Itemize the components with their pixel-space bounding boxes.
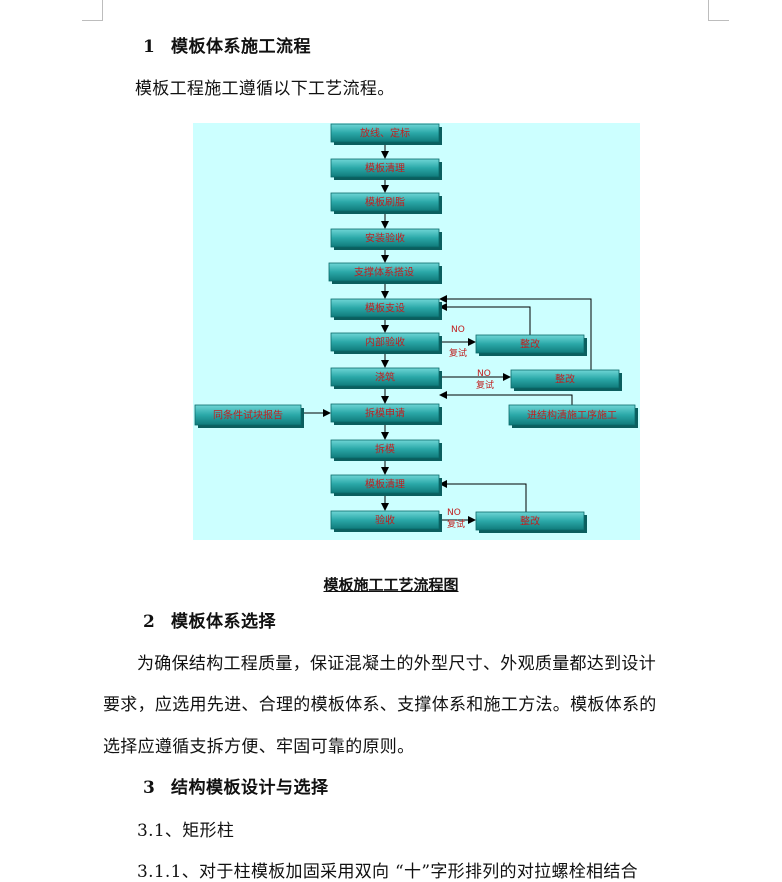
section-title: 模板体系施工流程 xyxy=(171,37,311,57)
flow-step-box-label: 内部验收 xyxy=(365,336,405,349)
rectify-box-label: 整改 xyxy=(520,515,540,528)
section-title: 模板体系选择 xyxy=(171,612,276,632)
flow-arrow-side xyxy=(439,391,573,405)
flow-step-box-label: 模板支设 xyxy=(365,302,405,315)
rectify-box: 整改 xyxy=(475,334,587,356)
flow-step-box: 模板清理 xyxy=(330,158,442,180)
flow-step-box: 安装验收 xyxy=(330,228,442,250)
flowchart-figure: 放线、定标模板清理模板刷脂安装验收支撑体系搭设模板支设内部验收浇筑拆模申请拆模模… xyxy=(193,123,640,540)
rectify-box: 整改 xyxy=(510,369,622,391)
flow-arrow-back xyxy=(439,303,531,335)
no-label: NO xyxy=(451,325,465,335)
flow-step-box: 拆模 xyxy=(330,439,442,461)
flow-step-box: 浇筑 xyxy=(330,367,442,389)
section-number: 3 xyxy=(143,778,156,798)
paragraph-line: 选择应遵循支拆方便、牢固可靠的原则。 xyxy=(103,737,415,757)
flowchart-canvas: 放线、定标模板清理模板刷脂安装验收支撑体系搭设模板支设内部验收浇筑拆模申请拆模模… xyxy=(194,123,638,533)
flow-step-box-label: 浇筑 xyxy=(375,371,395,384)
rectify-box: 整改 xyxy=(475,511,587,533)
flow-step-box: 支撑体系搭设 xyxy=(328,262,442,284)
flow-step-box: 内部验收 xyxy=(330,332,442,354)
flow-step-box-label: 模板清理 xyxy=(365,162,405,175)
page-corner-mark-left xyxy=(82,0,103,21)
figure-caption: 模板施工工艺流程图 xyxy=(323,576,459,594)
flow-step-box: 模板清理 xyxy=(330,474,442,496)
rectify-box-label: 整改 xyxy=(555,373,575,386)
subsection-line-3-1-1: 3.1.1、对于柱模板加固采用双向 “十”字形排列的对拉螺栓相结合 xyxy=(137,862,638,882)
retest-label: 复试 xyxy=(476,379,494,391)
side-box-right: 进结构清施工序施工 xyxy=(508,404,638,428)
paragraph-line: 为确保结构工程质量，保证混凝土的外型尺寸、外观质量都达到设计 xyxy=(137,654,656,674)
subsection-heading-3-1: 3.1、矩形柱 xyxy=(137,821,235,841)
flow-step-box-label: 模板刷脂 xyxy=(365,196,405,209)
section-heading-2: 2 模板体系选择 xyxy=(143,607,276,632)
rectify-box-label: 整改 xyxy=(520,338,540,351)
side-box-left-label: 同条件试块报告 xyxy=(213,409,283,422)
retest-label: 复试 xyxy=(447,518,465,530)
flow-arrow-back xyxy=(439,295,592,370)
flow-step-box-label: 放线、定标 xyxy=(360,127,410,140)
page-corner-mark-right xyxy=(708,0,729,21)
flow-step-box: 模板刷脂 xyxy=(330,192,442,214)
flow-step-box-label: 拆模 xyxy=(375,443,395,456)
flow-step-box-label: 验收 xyxy=(375,514,395,527)
flow-step-box-label: 安装验收 xyxy=(365,232,405,245)
section-title: 结构模板设计与选择 xyxy=(171,778,329,798)
flow-step-box: 验收 xyxy=(330,510,442,532)
no-label: NO xyxy=(447,508,461,518)
flow-step-box: 放线、定标 xyxy=(330,123,442,145)
section-heading-3: 3 结构模板设计与选择 xyxy=(143,773,329,798)
flow-step-box: 拆模申请 xyxy=(330,403,442,425)
no-label: NO xyxy=(477,369,491,379)
paragraph-line: 要求，应选用先进、合理的模板体系、支撑体系和施工方法。模板体系的 xyxy=(103,695,657,715)
section-heading-1: 1 模板体系施工流程 xyxy=(143,32,311,57)
section-number: 1 xyxy=(143,37,156,57)
section-number: 2 xyxy=(143,612,156,632)
flow-step-box-label: 支撑体系搭设 xyxy=(354,266,414,279)
intro-paragraph: 模板工程施工遵循以下工艺流程。 xyxy=(135,79,395,99)
side-box-left: 同条件试块报告 xyxy=(194,404,304,428)
flow-step-box-label: 模板清理 xyxy=(365,478,405,491)
flow-step-box-label: 拆模申请 xyxy=(365,407,405,420)
retest-label: 复试 xyxy=(449,347,467,359)
flow-step-box: 模板支设 xyxy=(330,298,442,320)
side-box-right-label: 进结构清施工序施工 xyxy=(527,409,617,422)
flow-arrow-back xyxy=(439,480,527,512)
